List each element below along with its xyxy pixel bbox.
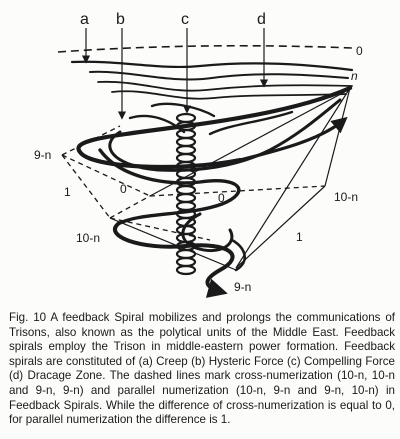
label-a: a <box>80 11 89 28</box>
compelling-force-coil <box>175 112 197 276</box>
label-ten-minus-n-left: 10-n <box>76 231 100 245</box>
label-ten-minus-n-right: 10-n <box>334 190 358 204</box>
label-n: n <box>351 69 358 83</box>
label-nine-minus-n-left: 9-n <box>34 148 51 162</box>
figure-caption: Fig. 10 A feedback Spiral mobilizes and … <box>9 311 395 428</box>
feedback-spiral-bands <box>76 85 353 298</box>
spiral-top-bands <box>70 60 354 100</box>
label-b: b <box>116 11 125 28</box>
label-zero-top: 0 <box>356 44 363 58</box>
label-nine-minus-n-bottom: 9-n <box>234 280 251 294</box>
label-one-left: 1 <box>64 185 71 199</box>
label-c: c <box>181 11 189 28</box>
label-zero-mid-left: 0 <box>120 182 127 196</box>
label-d: d <box>257 11 266 28</box>
feedback-spiral-diagram: a b c d 0 n 9-n 1 0 0 10-n 10-n 1 9-n <box>34 11 363 298</box>
label-one-right: 1 <box>296 230 303 244</box>
zero-dashed-line <box>57 44 353 53</box>
figure-number: Fig. 10 <box>9 311 47 324</box>
caption-text: A feedback Spiral mobilizes and prolongs… <box>9 311 396 427</box>
label-zero-mid-right: 0 <box>218 191 225 205</box>
